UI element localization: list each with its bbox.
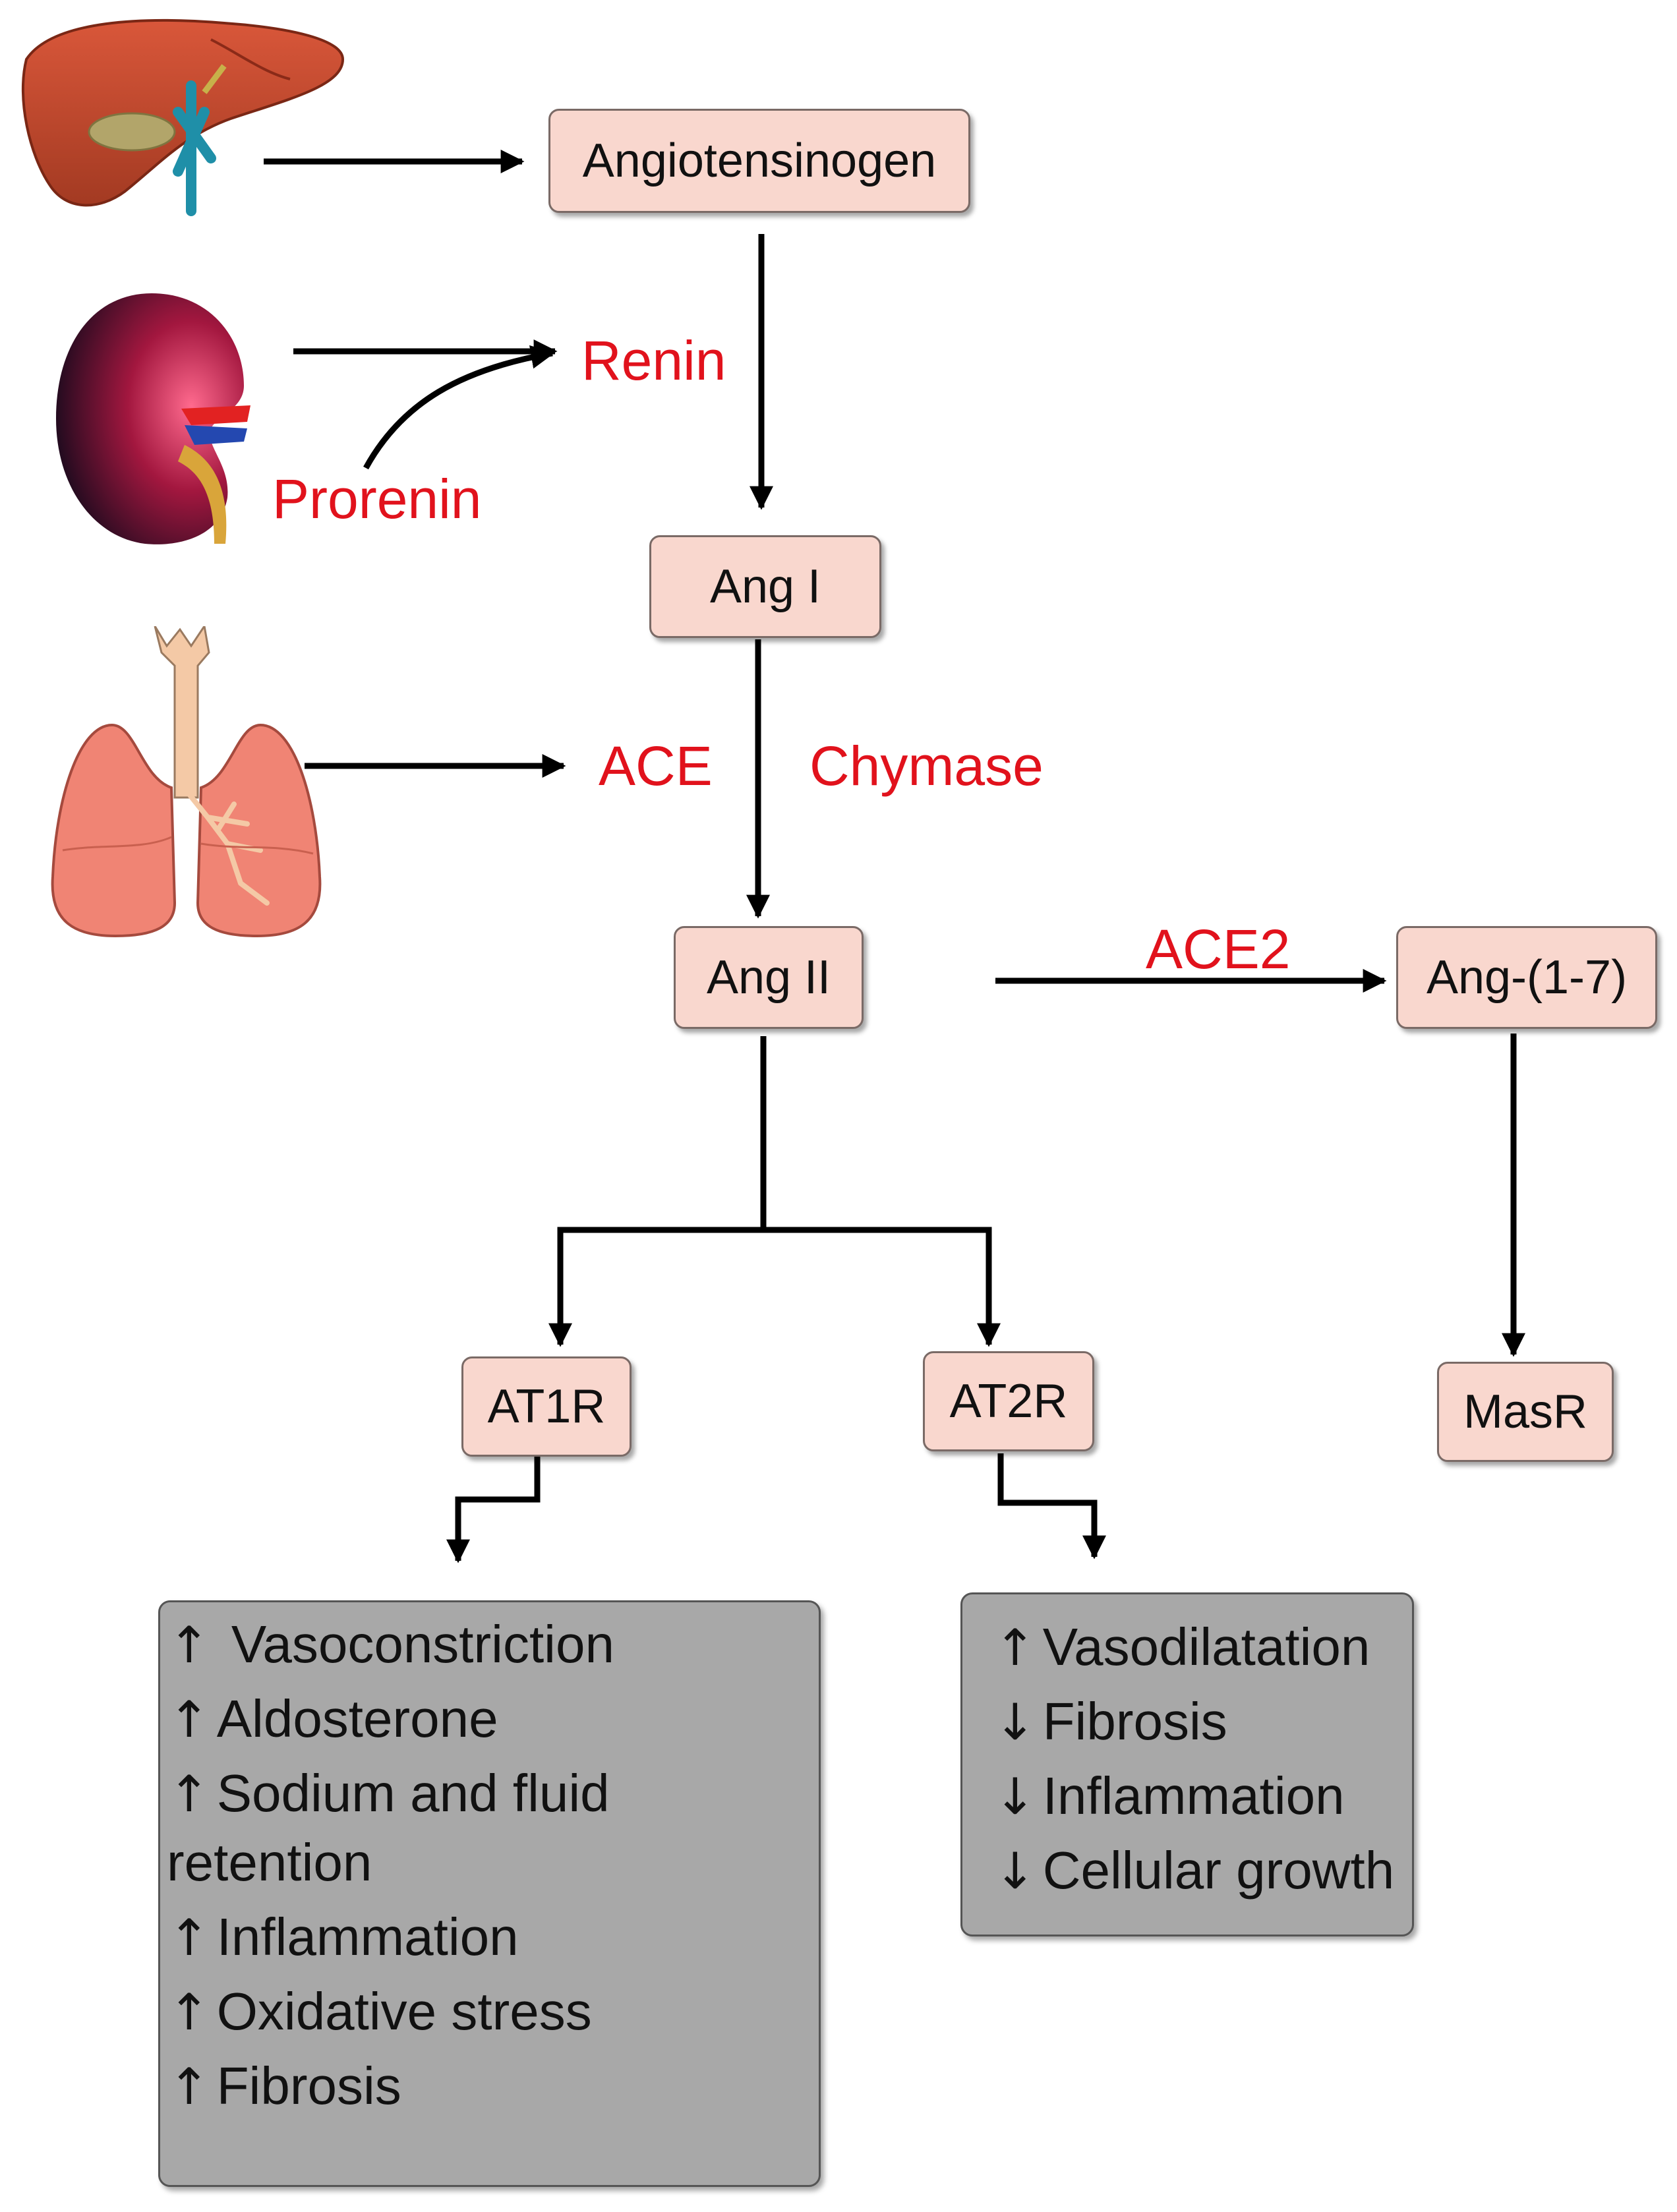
node-angiotensinogen: Angiotensinogen <box>548 109 970 213</box>
at1r-effect-item: ↑Oxidative stress <box>168 1982 592 2041</box>
liver-icon <box>21 18 345 216</box>
at2r-effect-item: ↓Cellular growth <box>994 1841 1395 1900</box>
at1r-effect-item: ↑Inflammation <box>168 1907 519 1967</box>
at1r-effect-item: ↑Fibrosis <box>168 2056 401 2116</box>
arrow-prorenin-to-renin <box>363 345 555 470</box>
at1r-effect-item: ↑Aldosterone <box>168 1689 498 1749</box>
enzyme-prorenin: Prorenin <box>272 468 482 530</box>
enzyme-chymase: Chymase <box>809 735 1044 797</box>
enzyme-ace: ACE <box>599 735 713 797</box>
node-ang2: Ang II <box>674 926 864 1029</box>
at2r-effect-item: ↑Vasodilatation <box>994 1617 1370 1677</box>
enzyme-renin: Renin <box>581 330 726 392</box>
arrow-ang2-to-at2r <box>763 1227 1001 1347</box>
lungs-icon <box>51 626 322 938</box>
at2r-effect-item: ↓Inflammation <box>994 1766 1345 1826</box>
enzyme-ace2: ACE2 <box>1146 918 1291 980</box>
at1r-effect-item: ↑Sodium and fluid <box>168 1764 610 1823</box>
node-masr: MasR <box>1437 1362 1614 1462</box>
node-at2r: AT2R <box>923 1351 1094 1451</box>
at1r-effect-item: ↑ Vasoconstriction <box>168 1615 614 1674</box>
node-at1r: AT1R <box>461 1356 632 1457</box>
arrow-ang2-to-at1r <box>548 1227 763 1347</box>
at1r-effect-item: retention <box>167 1833 372 1892</box>
node-ang1: Ang I <box>649 535 881 638</box>
arrow-at1r-to-effects <box>446 1453 541 1563</box>
node-ang17: Ang-(1-7) <box>1396 926 1657 1029</box>
kidney-icon <box>56 293 250 544</box>
at1r-effects-box: ↑ Vasoconstriction ↑Aldosterone ↑Sodium … <box>158 1600 821 2187</box>
at2r-effects-box: ↑Vasodilatation ↓Fibrosis ↓Inflammation … <box>960 1592 1414 1936</box>
at2r-effect-item: ↓Fibrosis <box>994 1692 1227 1751</box>
arrow-at2r-to-effects <box>997 1453 1106 1559</box>
